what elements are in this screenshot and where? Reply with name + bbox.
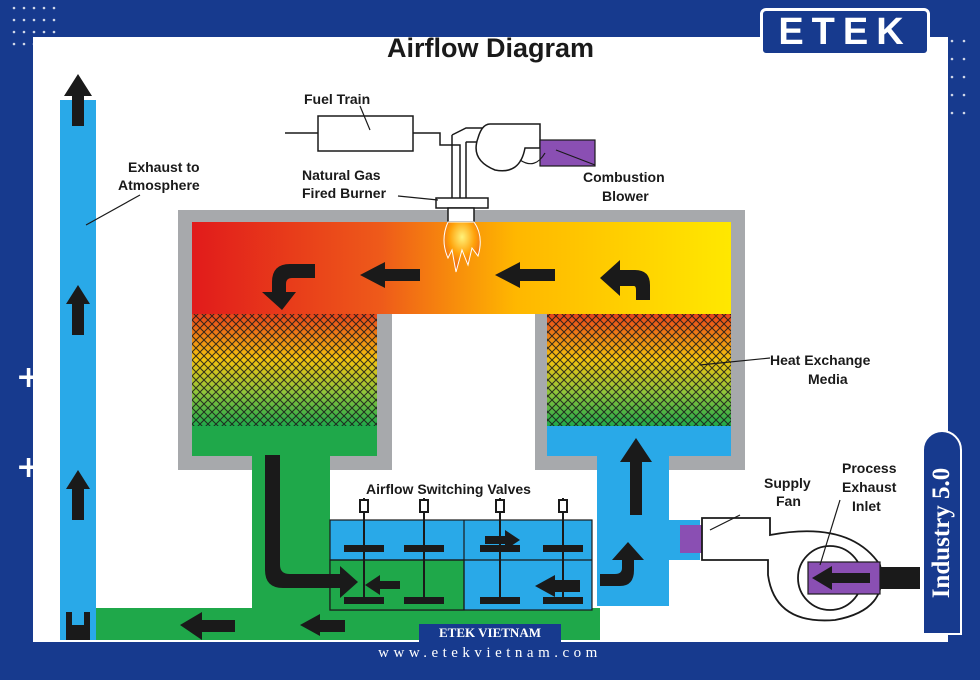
- label-blower-2: Blower: [602, 188, 649, 204]
- exhaust-stack: [60, 100, 96, 640]
- label-process-3: Inlet: [852, 498, 881, 514]
- combustion-blower: [475, 123, 596, 172]
- burner: [435, 197, 489, 273]
- label-supply-fan-2: Fan: [776, 493, 801, 509]
- supply-fan: [701, 517, 920, 622]
- label-fuel-train: Fuel Train: [304, 91, 370, 107]
- etek-logo: ETEK: [760, 8, 930, 56]
- label-media-2: Media: [808, 371, 848, 387]
- label-exhaust-2: Atmosphere: [118, 177, 200, 193]
- label-valves: Airflow Switching Valves: [366, 481, 531, 497]
- label-supply-fan-1: Supply: [764, 475, 811, 491]
- brand-badge: ETEK VIETNAM: [419, 624, 561, 642]
- website-url: www.etekvietnam.com: [378, 645, 602, 661]
- switching-valves: [344, 498, 583, 604]
- flame-icon: [443, 221, 481, 273]
- label-burner-2: Fired Burner: [302, 185, 387, 201]
- diagram-title: Airflow Diagram: [386, 33, 595, 63]
- label-media-1: Heat Exchange: [770, 352, 871, 368]
- label-burner-1: Natural Gas: [302, 167, 381, 183]
- industry-tab-label: Industry 5.0: [928, 467, 955, 598]
- label-process-2: Exhaust: [842, 479, 897, 495]
- label-process-1: Process: [842, 460, 897, 476]
- label-blower-1: Combustion: [583, 169, 665, 185]
- label-exhaust-1: Exhaust to: [128, 159, 200, 175]
- flow-arrow-icon: [64, 74, 870, 640]
- industry-tab: Industry 5.0: [922, 430, 962, 635]
